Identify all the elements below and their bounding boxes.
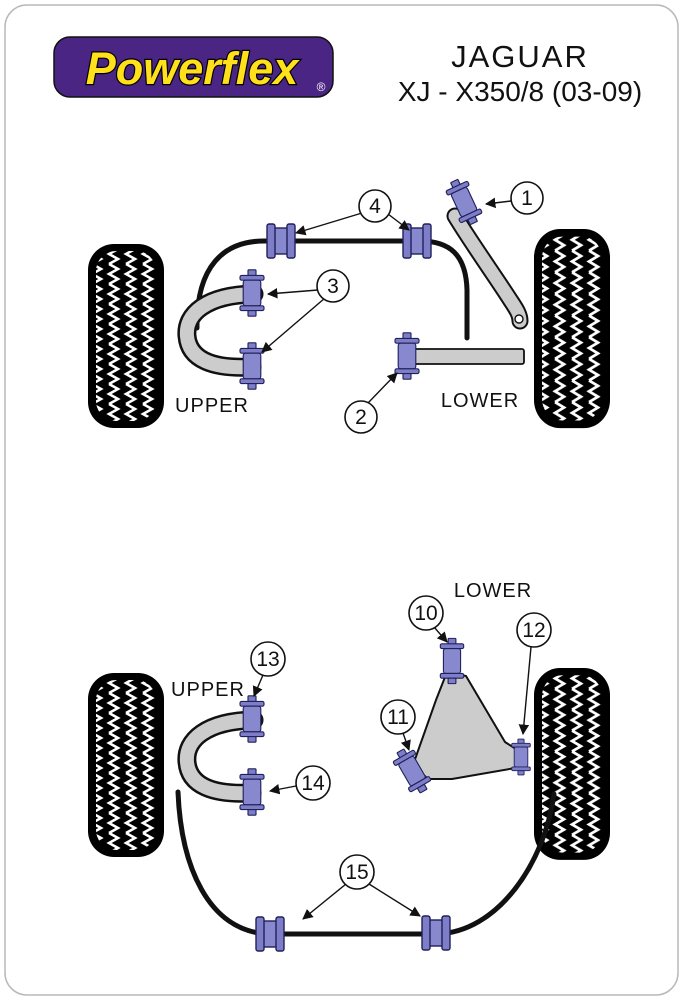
- callout-2-number: 2: [355, 406, 367, 429]
- front-upper-wishbone: [177, 284, 264, 377]
- header: Powerflex ® JAGUAR XJ - X350/8 (03-09): [53, 36, 642, 107]
- callout-11-number: 11: [387, 706, 409, 729]
- vehicle-model-title: XJ - X350/8 (03-09): [398, 76, 642, 107]
- rear-arb-bushing-right: [421, 915, 451, 951]
- rear-arm-top-bushing: [439, 637, 465, 685]
- callout-2: 2: [344, 372, 398, 434]
- rear-lower-label: LOWER: [454, 580, 532, 602]
- ball-joint-hole: [514, 314, 524, 324]
- callout-4: 4: [294, 189, 410, 236]
- front-suspension-diagram: 4 1 3 2 UPPER LOWER: [88, 175, 610, 434]
- callout-1: 1: [484, 181, 544, 215]
- callout-12-number: 12: [522, 619, 545, 642]
- rear-lower-control-arm: [412, 671, 522, 780]
- page-border: [4, 4, 679, 996]
- vehicle-make-title: JAGUAR: [451, 39, 589, 74]
- front-left-tire: [88, 244, 164, 428]
- rear-anti-roll-bar: [175, 789, 557, 937]
- callout-3: 3: [261, 269, 350, 353]
- rear-wishbone-rear-bushing: [239, 768, 265, 816]
- callout-15: 15: [302, 854, 421, 920]
- rear-upper-wishbone: [177, 710, 264, 803]
- callout-14: 14: [268, 765, 331, 801]
- front-upper-label: UPPER: [175, 395, 249, 417]
- front-upper-arm-right: [446, 207, 529, 330]
- callout-14-number: 14: [301, 772, 325, 795]
- callout-3-number: 3: [327, 275, 339, 298]
- logo-background: [53, 36, 334, 98]
- rear-wishbone-front-bushing: [239, 695, 265, 743]
- rear-arm-outer-bushing: [511, 738, 531, 776]
- front-wishbone-front-bushing: [239, 269, 265, 317]
- callout-4-number: 4: [369, 195, 381, 218]
- front-wishbone-rear-bushing: [239, 342, 265, 390]
- front-lower-label: LOWER: [441, 390, 519, 412]
- front-anti-roll-bar: [194, 238, 470, 341]
- callout-1-number: 1: [521, 187, 533, 210]
- rear-suspension-diagram: 10 12 11 13 14: [88, 580, 610, 952]
- brand-wordmark: Powerflex: [86, 43, 301, 94]
- callout-12: 12: [516, 612, 552, 736]
- front-right-tire: [534, 229, 610, 429]
- front-lower-arm-bushing: [394, 332, 420, 380]
- powerflex-logo: Powerflex ®: [53, 36, 334, 98]
- callout-11: 11: [380, 699, 416, 751]
- callout-13: 13: [250, 641, 286, 697]
- front-arb-bushing-left: [266, 223, 296, 259]
- callout-10: 10: [408, 595, 448, 643]
- front-lower-arm: [411, 348, 525, 365]
- rear-upper-label: UPPER: [171, 679, 245, 701]
- callout-15-number: 15: [345, 861, 368, 884]
- rear-left-tire: [88, 673, 164, 857]
- rear-arb-bushing-left: [255, 916, 285, 952]
- callout-13-number: 13: [256, 648, 279, 671]
- registered-trademark-symbol: ®: [317, 80, 326, 94]
- callout-10-number: 10: [414, 602, 437, 625]
